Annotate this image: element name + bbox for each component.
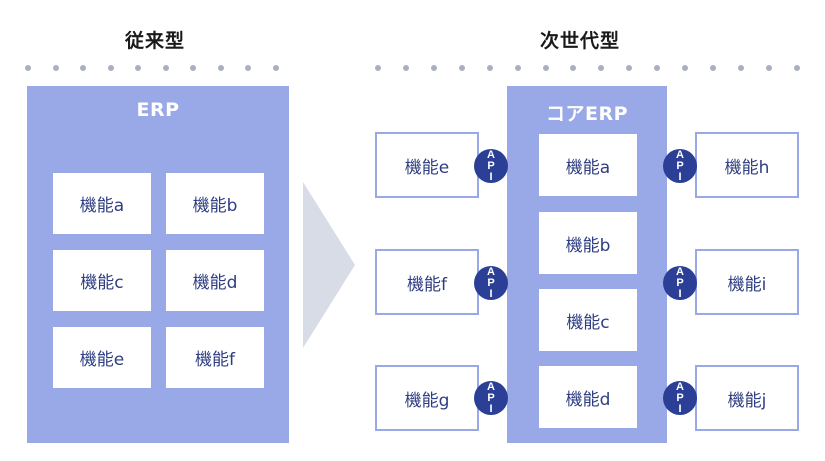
api-badge: A P I: [474, 381, 508, 415]
api-badge-a: A: [487, 381, 495, 393]
core-erp-title: コアERP: [545, 103, 629, 125]
legacy-erp-panel: ERP 機能a 機能b 機能c 機能d 機能e 機能f: [27, 86, 289, 443]
legacy-function-d: 機能d: [166, 250, 264, 311]
legacy-function-c: 機能c: [53, 250, 151, 311]
api-badge-a: A: [676, 381, 684, 393]
legacy-erp-title: ERP: [136, 99, 180, 121]
core-function-c: 機能c: [539, 289, 637, 351]
next-gen-dotted-divider: [375, 65, 800, 71]
external-function-f: 機能f: [375, 249, 479, 315]
api-badge-p: P: [487, 160, 495, 172]
core-erp-panel: コアERP 機能a 機能b 機能c 機能d: [507, 86, 667, 443]
api-badge: A P I: [474, 266, 508, 300]
external-function-g: 機能g: [375, 365, 479, 431]
api-badge-a: A: [487, 266, 495, 278]
legacy-function-e: 機能e: [53, 327, 151, 388]
api-badge-i: I: [489, 171, 493, 183]
api-badge: A P I: [474, 149, 508, 183]
api-badge-p: P: [676, 160, 684, 172]
legacy-function-f: 機能f: [166, 327, 264, 388]
api-badge-i: I: [489, 288, 493, 300]
legacy-heading: 従来型: [124, 30, 185, 52]
legacy-function-a: 機能a: [53, 173, 151, 234]
api-badge-a: A: [676, 266, 684, 278]
transition-arrow-icon: [303, 182, 355, 348]
api-badge: A P I: [663, 266, 697, 300]
api-badge: A P I: [663, 381, 697, 415]
legacy-function-b: 機能b: [166, 173, 264, 234]
external-function-h: 機能h: [695, 132, 799, 198]
core-function-a: 機能a: [539, 134, 637, 196]
api-badge-i: I: [678, 171, 682, 183]
external-function-j: 機能j: [695, 365, 799, 431]
next-gen-heading: 次世代型: [539, 30, 620, 52]
external-function-i: 機能i: [695, 249, 799, 315]
external-function-e: 機能e: [375, 132, 479, 198]
api-badge-a: A: [487, 149, 495, 161]
api-badge-p: P: [676, 277, 684, 289]
api-badge-p: P: [487, 392, 495, 404]
api-badge-i: I: [678, 288, 682, 300]
legacy-dotted-divider: [25, 65, 279, 71]
api-badge-a: A: [676, 149, 684, 161]
api-badge-p: P: [676, 392, 684, 404]
core-function-d: 機能d: [539, 366, 637, 428]
api-badge-p: P: [487, 277, 495, 289]
api-badge-i: I: [489, 403, 493, 415]
api-badge-i: I: [678, 403, 682, 415]
api-badge: A P I: [663, 149, 697, 183]
core-function-b: 機能b: [539, 212, 637, 274]
